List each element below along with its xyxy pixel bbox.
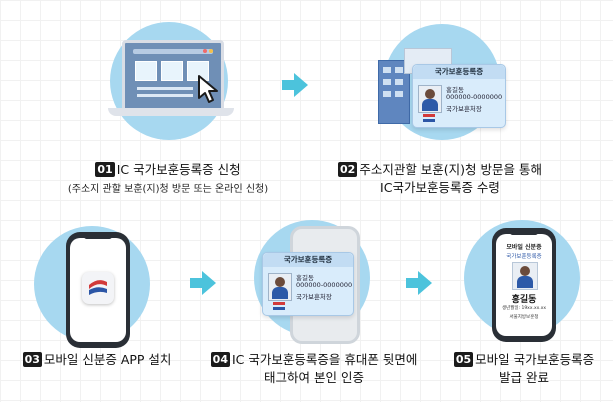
arrow-right-icon [280, 70, 310, 100]
step-title-line2: 태그하여 본인 인증 [264, 370, 364, 385]
card-photo [268, 273, 292, 301]
card-title: 국가보훈등록증 [263, 253, 353, 267]
step-number-badge: 05 [453, 352, 474, 367]
laptop-icon [122, 40, 224, 112]
step-title-line2: 발급 완료 [499, 370, 549, 385]
step-title: 주소지관할 보훈(지)청 방문을 통해 [359, 162, 542, 177]
mobile-id-header: 모바일 신분증 [506, 244, 542, 251]
card-issuer: 국가보훈처장 [446, 105, 482, 113]
mobile-id-issuer: 서울지방보훈청 [509, 315, 539, 320]
id-card: 국가보훈등록증 홍길동 000000-0000000 국가보훈처장 [412, 64, 506, 128]
card-number: 000000-0000000 [296, 281, 353, 289]
card-issuer: 국가보훈처장 [296, 293, 332, 301]
mobile-id-name: 홍길동 [511, 295, 537, 305]
step-title: 모바일 국가보훈등록증 [475, 352, 595, 367]
emblem-icon [423, 114, 435, 122]
card-number: 000000-0000000 [446, 93, 503, 101]
app-icon[interactable] [82, 272, 114, 304]
emblem-icon [273, 302, 285, 310]
step-number-badge: 04 [210, 352, 230, 367]
card-photo [418, 85, 442, 113]
laptop-base [108, 108, 234, 116]
step-number-badge: 02 [338, 162, 358, 177]
mobile-id-photo [512, 262, 538, 290]
id-card: 국가보훈등록증 홍길동 000000-0000000 국가보훈처장 [262, 252, 354, 316]
mobile-id-detail: 생년월일: 19xx.xx.xx [501, 306, 547, 311]
card-name: 홍길동 [296, 274, 314, 282]
card-title: 국가보훈등록증 [413, 65, 505, 79]
mobile-id-title: 국가보훈등록증 [506, 254, 542, 260]
step-number-badge: 03 [22, 352, 42, 367]
step-title: IC 국가보훈등록증 신청 [116, 162, 241, 177]
step-title: 모바일 신분증 APP 설치 [43, 352, 172, 367]
step-subtitle: (주소지 관할 보훈(지)청 방문 또는 온라인 신청) [67, 184, 269, 195]
cursor-icon [198, 75, 218, 103]
step-number-badge: 01 [95, 162, 115, 177]
step-title: IC 국가보훈등록증을 휴대폰 뒷면에 [231, 352, 418, 367]
card-name: 홍길동 [446, 86, 464, 94]
step-title-line2: IC국가보훈등록증 수령 [380, 180, 500, 195]
arrow-right-icon [188, 268, 218, 298]
arrow-right-icon [404, 268, 434, 298]
